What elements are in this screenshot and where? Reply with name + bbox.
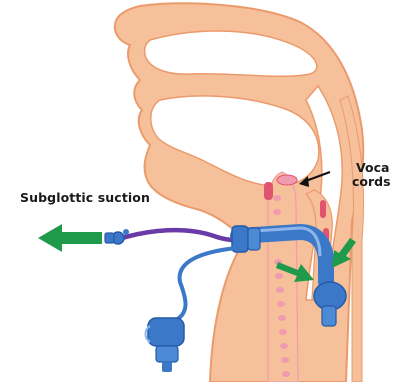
thyroid-marker bbox=[264, 182, 273, 200]
trachea bbox=[268, 172, 298, 382]
tube-flange-2 bbox=[248, 228, 260, 250]
green-arrow-left-icon bbox=[38, 224, 102, 252]
tube-tip bbox=[322, 306, 336, 326]
pilot-balloon bbox=[146, 318, 185, 372]
vocal-cords bbox=[277, 175, 297, 185]
vocal-cords-label-line2: cords bbox=[352, 174, 391, 189]
vocal-cords-label-line1: Voca bbox=[356, 160, 389, 175]
esophagus-marker-1 bbox=[320, 200, 326, 218]
subglottic-suction-label: Subglottic suction bbox=[20, 190, 150, 205]
